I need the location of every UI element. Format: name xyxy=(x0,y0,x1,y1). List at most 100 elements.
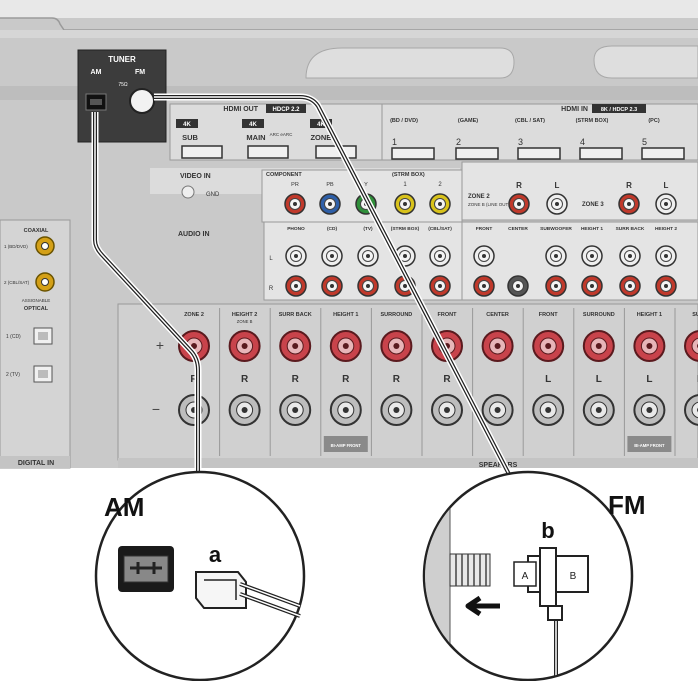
pre-out-label-3: HEIGHT 1 xyxy=(581,226,603,232)
audio-in-l-0-pin xyxy=(294,254,298,258)
ground-screw[interactable] xyxy=(181,185,195,199)
biamp-label-9: BI-AMP FRONT xyxy=(634,443,665,448)
optical-1-label: 1 (CD) xyxy=(6,334,21,340)
biamp-badge-3 xyxy=(323,436,368,452)
hdmi-out-label-1: MAIN xyxy=(246,133,265,142)
speaker-terminal-minus-hole-1 xyxy=(241,407,248,413)
hdmi-in-source-0: (BD / DVD) xyxy=(390,118,418,124)
pre-out-label-1: CENTER xyxy=(508,226,528,232)
hdmi-out-port-0[interactable] xyxy=(181,145,223,159)
zone2-l-jack-pin xyxy=(555,202,559,206)
pre-out-r-2-pin xyxy=(554,284,558,288)
speaker-col-label-0: ZONE 2 xyxy=(184,312,204,318)
hdmi-in-badge: 8K / HDCP 2.3 xyxy=(601,107,637,113)
speaker-terminal-plus-hole-7 xyxy=(545,343,552,349)
speaker-terminal-minus-hole-2 xyxy=(292,407,299,413)
hdmi-out-badge-bg-2 xyxy=(310,119,332,128)
audio-in-r-2-pin xyxy=(366,284,370,288)
fm-plug-a: A xyxy=(522,571,529,582)
speaker-col-ch-1: R xyxy=(241,374,249,385)
speaker-col-ch-7: L xyxy=(545,374,551,385)
hdmi-out-label-0: SUB xyxy=(182,133,198,142)
speaker-terminal-plus-hole-2 xyxy=(292,343,299,349)
speaker-terminal-minus-hole-8 xyxy=(595,407,602,413)
speaker-col-ch-8: L xyxy=(596,374,602,385)
fm-plug-body xyxy=(527,555,589,593)
speaker-col-label-7: FRONT xyxy=(539,312,559,318)
tuner-ohm-label: 75Ω xyxy=(118,82,128,88)
hdmi-in-port-3[interactable] xyxy=(517,147,561,160)
speaker-terminal-plus-hole-1 xyxy=(241,343,248,349)
hdmi-out-port-1[interactable] xyxy=(247,145,289,159)
antenna-fin-left xyxy=(305,47,515,79)
speaker-terminal-minus-core-10 xyxy=(691,401,698,419)
video-in-title: VIDEO IN xyxy=(180,173,211,180)
pre-out-l-0-pin xyxy=(482,254,486,258)
component-label-1: PB xyxy=(326,182,334,188)
gnd-label: GND xyxy=(206,192,220,198)
fm-plug-label: b xyxy=(541,518,554,543)
pre-out-l-5-pin xyxy=(664,254,668,258)
coaxial-label: COAXIAL xyxy=(24,228,49,234)
audio-r-label: R xyxy=(269,286,274,292)
digital-in-footer: DIGITAL IN xyxy=(18,460,54,467)
speaker-col-ch-9: L xyxy=(646,374,652,385)
hdmi-in-num-1: 2 xyxy=(456,137,461,147)
speaker-col-ch-3: R xyxy=(342,374,350,385)
speaker-terminal-plus-core-10 xyxy=(691,337,698,355)
hdmi-in-port-2[interactable] xyxy=(455,147,499,160)
composite-jack-1-pin xyxy=(403,202,407,206)
zone3-l-jack-pin xyxy=(664,202,668,206)
speaker-col-ch-10: L xyxy=(697,374,698,385)
hdmi-in-port-4[interactable] xyxy=(579,147,623,160)
fm-antenna-jack[interactable] xyxy=(129,88,155,114)
hdmi-out-earc-label: ARC eARC xyxy=(270,132,294,137)
zone3-r-jack-pin xyxy=(627,202,631,206)
hdmi-in-port-5[interactable] xyxy=(641,147,685,160)
optical-2-label: 2 (TV) xyxy=(6,372,20,378)
hdmi-in-title: HDMI IN xyxy=(561,106,588,113)
zone2-r-label: R xyxy=(516,181,522,190)
component-label: COMPONENT xyxy=(266,172,302,178)
zone2-l-label: L xyxy=(555,181,560,190)
fm-callout-title: FM xyxy=(608,490,646,520)
pre-out-label-2: SUBWOOFER xyxy=(540,226,572,232)
hdmi-out-badge-bg-1 xyxy=(242,119,264,128)
audio-in-l-3-pin xyxy=(403,254,407,258)
optical-label: OPTICAL xyxy=(24,306,49,312)
speaker-terminal-plus-hole-6 xyxy=(494,343,501,349)
speaker-terminal-minus-hole-5 xyxy=(444,407,450,413)
tuner-panel: TUNER AM FM 75Ω xyxy=(77,49,167,143)
pre-out-label-0: FRONT xyxy=(476,226,493,232)
fm-callout: FM b A B xyxy=(422,470,646,681)
coax-1-label: 1 (BD/DVD) xyxy=(4,244,28,249)
audio-l-label: L xyxy=(269,256,273,262)
tuner-am-label: AM xyxy=(91,69,102,76)
speaker-terminal-plus-hole-3 xyxy=(342,343,349,349)
speakers-panel: SPEAKERS + − xyxy=(117,303,698,469)
antenna-fin-right xyxy=(593,45,698,79)
speaker-terminal-minus-hole-9 xyxy=(646,407,653,413)
speaker-col-label-2: SURR BACK xyxy=(279,312,312,318)
hdmi-in-source-2: (CBL / SAT) xyxy=(515,118,545,124)
speaker-col-label-1: HEIGHT 2 xyxy=(232,312,257,318)
pre-out-r-3-pin xyxy=(590,284,594,288)
minus-label: − xyxy=(152,401,160,417)
hdmi-in-port-1[interactable] xyxy=(391,147,435,160)
speaker-terminal-plus-hole-0 xyxy=(191,343,197,349)
insert-arrow-icon xyxy=(465,595,500,617)
hdmi-in-num-2: 3 xyxy=(518,137,523,147)
audio-in-title: AUDIO IN xyxy=(178,231,210,238)
audio-in-group-0: PHONO xyxy=(287,226,305,232)
zone2-r-jack-pin xyxy=(517,202,521,206)
hdmi-out-label-2: ZONE 2 xyxy=(310,133,337,142)
am-callout-title: AM xyxy=(104,492,144,522)
pre-out-label-4: SURR BACK xyxy=(616,226,645,232)
coax-2-label: 2 (CBL/SAT) xyxy=(4,280,30,285)
audio-in-group-4: (CBL/SAT) xyxy=(428,226,452,232)
audio-in-r-4-pin xyxy=(438,284,442,288)
pre-out-r-0-pin xyxy=(482,284,486,288)
tuner-title: TUNER xyxy=(108,55,136,64)
audio-in-group-1: (CD) xyxy=(327,226,338,232)
speaker-col-label-10: SURR xyxy=(692,312,698,318)
